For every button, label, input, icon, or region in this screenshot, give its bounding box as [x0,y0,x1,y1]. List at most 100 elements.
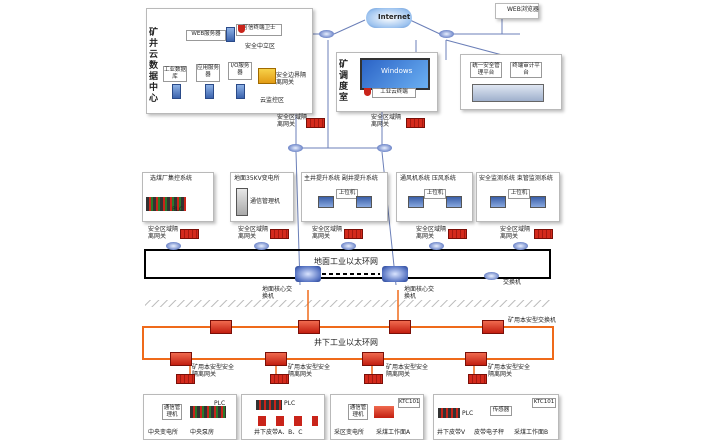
bottom-1-a: PLC [284,400,296,407]
surface-core-left-icon [295,266,321,282]
gw-left-label: 安全区域隔离网关 [277,114,308,128]
web-monitor-panel [495,3,539,19]
web-server: WEB服务器 [186,30,226,41]
mine-gw-label-2: 矿用本安型安全隔离网关 [386,364,429,378]
underground-ring-label: 井下工业以太环网 [314,338,378,347]
trusted-guard: 可信终端卫士 [236,24,282,36]
plc-rack-icon [146,197,186,211]
surface-ring-label: 地面工业以太环网 [314,257,378,266]
mine-gw-label-0: 矿用本安型安全隔离网关 [192,364,235,378]
system-coal-prep-extra: PLC [172,206,184,213]
mine-switch-bottom-0 [170,352,192,366]
mine-switch-bottom-1 [265,352,287,366]
sys-switch-2 [341,242,356,250]
bottom-0-b: PLC [214,400,226,407]
security-gateway-icon [258,68,276,84]
bottom-2-a: 通信管理机 [348,404,368,420]
bottom-2-name2: 采煤工作面A [376,429,411,436]
sys-gw-3: 安全区域隔离网关 [416,226,447,240]
sys-switch-0 [166,242,181,250]
gw-right-label: 安全区域隔离网关 [371,114,402,128]
cloud-terminal: 工业云终端 [372,88,416,98]
web-server-icon [226,27,235,42]
bottom-3-b: 传感器 [490,406,512,416]
sys-gw-4-firewall-icon [534,229,553,239]
mine-gw-0-firewall-icon [176,374,195,384]
gw-left-firewall-icon [306,118,325,128]
system-monitoring-extra: 上位机 [508,189,530,199]
io-server: I/O服务器 [228,62,252,80]
bottom-0-a: 通信管理机 [162,404,182,420]
bottom-3-name: 井下皮带V [437,429,466,436]
windows-label: Windows [381,67,413,75]
monitor-pc2-icon [530,196,546,208]
mgmt-rack-icon [472,84,544,102]
app-server-icon [205,84,214,99]
system-coal-prep-title: 选煤厂集控系统 [150,175,193,182]
mine-switch-bottom-3 [465,352,487,366]
bottom-2-b: KTC101 [398,398,420,408]
side-switch-icon [484,272,499,280]
mine-switch-top-mid-right [389,320,411,334]
system-ventilation-extra: 上位机 [424,189,446,199]
trusted-guard-shield-icon [238,25,245,33]
web-monitor-label: WEB浏览器 [507,6,539,13]
surface-core-right-icon [382,266,408,282]
mine-gw-label-3: 矿用本安型安全隔离网关 [488,364,531,378]
surface-core-left-label: 地面核心交换机 [262,286,293,300]
monitor-pc-icon [490,196,506,208]
bottom-3-a: PLC [462,410,474,417]
system-substation-extra: 通信管理机 [250,198,281,205]
mine-gw-3-firewall-icon [468,374,487,384]
windows-screen-icon [360,58,430,90]
mine-switch-bottom-2 [362,352,384,366]
mine-gw-1-firewall-icon [270,374,289,384]
system-ventilation-title: 通风机系统 压风系统 [400,175,456,182]
sys-gw-2: 安全区域隔离网关 [312,226,343,240]
industrial-db: 工业数据库 [163,66,187,82]
sys-gw-0-firewall-icon [180,229,199,239]
mid-switch-left [288,144,303,152]
system-hoist-extra: 上位机 [336,189,358,199]
sys-gw-4: 安全区域隔离网关 [500,226,531,240]
mine-gw-label-1: 矿用本安型安全隔离网关 [288,364,331,378]
side-switch-label: 交换机 [503,279,522,286]
hoist-pc2-icon [356,196,372,208]
bottom-3-c: KTC101 [532,398,556,408]
mid-switch-right [377,144,392,152]
vent-pc2-icon [446,196,462,208]
sys-switch-1 [254,242,269,250]
mine-gw-2-firewall-icon [364,374,383,384]
mine-switch-top-left [210,320,232,334]
bottom-3-d: 采煤工作面B [514,429,549,436]
internet-label: Internet [378,13,411,21]
internet-cloud-icon [366,8,412,28]
bottom-0-name2: 中央泵房 [190,429,215,436]
bottom-3-name2: 皮带电子秤 [474,429,505,436]
db-server-icon [172,84,181,99]
audit-platform: 终端审计平台 [510,62,542,78]
bottom-3-plc-icon [438,408,460,418]
top-switch-right [439,30,454,38]
unified-mgmt-platform: 统一安全管理平台 [470,62,502,78]
app-server: 应用服务器 [196,64,220,82]
hoist-pc-icon [318,196,334,208]
system-substation-title: 地面35KV变电所 [234,175,280,182]
sys-gw-2-firewall-icon [344,229,363,239]
bottom-0-name: 中央变电所 [148,429,179,436]
gw-right-firewall-icon [406,118,425,128]
sys-switch-4 [513,242,528,250]
bottom-2-device-icon [374,406,394,418]
sys-gw-1-firewall-icon [270,229,289,239]
sys-gw-3-firewall-icon [448,229,467,239]
top-switch-left [319,30,334,38]
sys-gw-0: 安全区域隔离网关 [148,226,179,240]
io-server-icon [236,84,245,99]
bottom-2-name: 采区变电所 [334,429,365,436]
mine-switch-label: 矿用本安型交换机 [508,317,557,324]
sys-gw-1: 安全区域隔离网关 [238,226,269,240]
cloud-zone-label: 云监控区 [260,97,285,104]
bottom-1-name: 井下皮带A、B、C [254,429,303,436]
bottom-1-motors-icon [258,416,318,426]
